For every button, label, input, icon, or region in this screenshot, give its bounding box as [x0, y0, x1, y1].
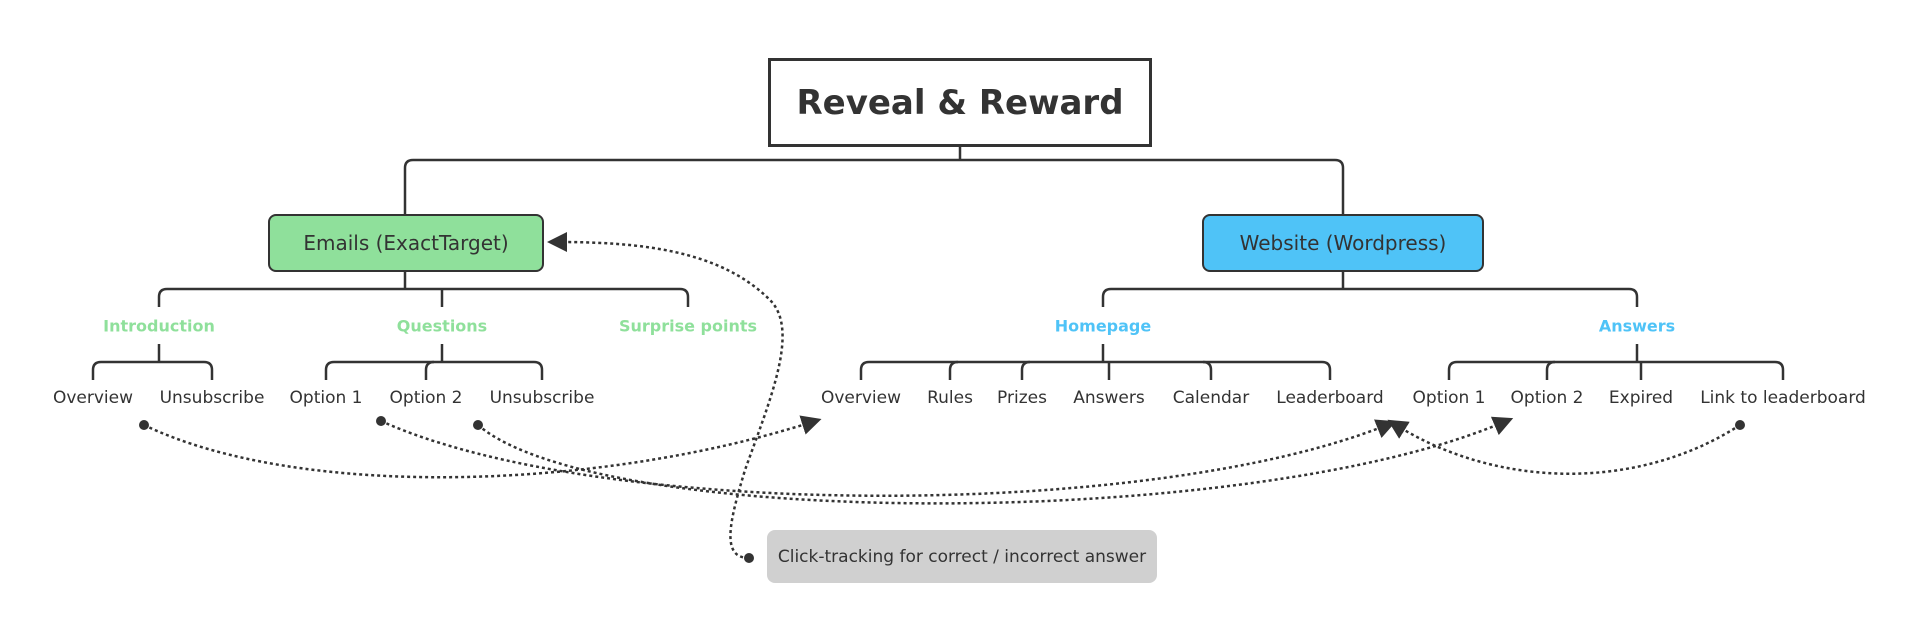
dotted-links [143, 232, 1741, 560]
leaf-option-2[interactable]: Option 2 [389, 388, 463, 408]
website-node[interactable]: Website (Wordpress) [1202, 214, 1484, 272]
dot-icon [744, 553, 754, 563]
group-introduction[interactable]: Introduction [103, 316, 215, 336]
leaf-calendar[interactable]: Calendar [1172, 388, 1250, 408]
leaf-answers[interactable]: Answers [1073, 388, 1145, 408]
dot-icon [139, 420, 149, 430]
link-email-overview-to-homepage-overview [143, 415, 822, 479]
group-answers[interactable]: Answers [1598, 316, 1676, 336]
leaf-prizes[interactable]: Prizes [997, 388, 1047, 408]
leaf-rules[interactable]: Rules [927, 388, 973, 408]
emails-node[interactable]: Emails (ExactTarget) [268, 214, 544, 272]
dot-icon [473, 420, 483, 430]
dot-icon [376, 416, 386, 426]
note-callout[interactable]: Click-tracking for correct / incorrect a… [767, 530, 1157, 583]
leaf-option-1[interactable]: Option 1 [289, 388, 363, 408]
note-text: Click-tracking for correct / incorrect a… [777, 546, 1147, 567]
leaf-overview[interactable]: Overview [820, 388, 902, 408]
link-leaderboard-link-to-leaderboard [1387, 419, 1741, 475]
leaf-unsubscribe[interactable]: Unsubscribe [489, 388, 595, 408]
root-node[interactable]: Reveal & Reward [768, 58, 1152, 147]
leaf-link-to-leaderboard[interactable]: Link to leaderboard [1700, 388, 1866, 408]
root-title: Reveal & Reward [796, 82, 1124, 123]
group-questions[interactable]: Questions [396, 316, 488, 336]
leaf-expired[interactable]: Expired [1608, 388, 1674, 408]
leaf-overview[interactable]: Overview [52, 388, 134, 408]
group-homepage[interactable]: Homepage [1054, 316, 1152, 336]
link-option1-to-leaderboard [380, 419, 1397, 497]
emails-title: Emails (ExactTarget) [303, 231, 509, 255]
link-unsubscribe-to-answers-option2 [477, 416, 1514, 505]
link-start-dots [139, 416, 1745, 563]
dot-icon [1735, 420, 1745, 430]
leaf-unsubscribe[interactable]: Unsubscribe [159, 388, 265, 408]
leaf-leaderboard[interactable]: Leaderboard [1276, 388, 1384, 408]
group-surprise-points[interactable]: Surprise points [618, 316, 758, 336]
leaf-option-1[interactable]: Option 1 [1412, 388, 1486, 408]
leaf-option-2[interactable]: Option 2 [1510, 388, 1584, 408]
tree-connectors [91, 147, 1785, 380]
website-title: Website (Wordpress) [1239, 231, 1447, 255]
link-note-to-emails [547, 232, 784, 560]
